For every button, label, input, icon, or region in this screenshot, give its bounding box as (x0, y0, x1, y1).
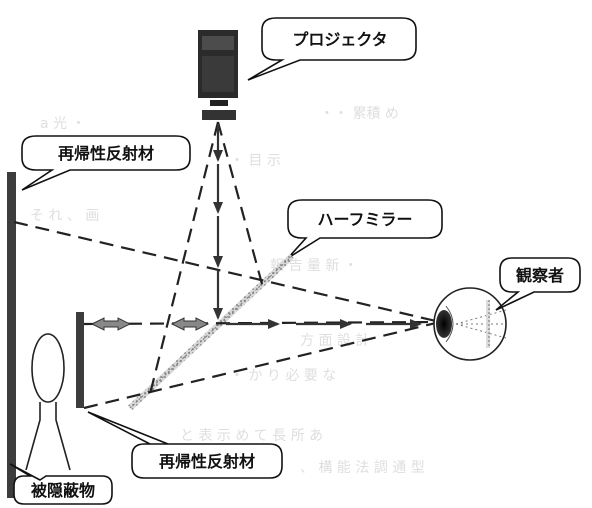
retroreflector-bottom (76, 312, 84, 408)
hidden-object-figure (25, 333, 71, 471)
svg-text:方 面 設 計: 方 面 設 計 (300, 333, 369, 349)
svg-text:そ れ 、 画: そ れ 、 画 (30, 208, 99, 224)
hidden-object-callout: 被隠蔽物 (9, 463, 113, 505)
projector-icon (198, 30, 238, 120)
svg-text:a 光 ・: a 光 ・ (40, 116, 85, 132)
projector-callout: プロジェクタ (247, 17, 417, 81)
retroreflector-top-callout: 再帰性反射材 (21, 135, 191, 191)
observer-callout: 観察者 (495, 257, 581, 311)
svg-text:と 表 示 め て 長 所 あ: と 表 示 め て 長 所 あ (180, 428, 323, 444)
retroreflector-top-label: 再帰性反射材 (58, 144, 154, 163)
svg-text:・ か り 必 要 な: ・ か り 必 要 な (230, 368, 336, 384)
svg-text:、 構 能 法 調 通 型: 、 構 能 法 調 通 型 (300, 460, 425, 476)
retroreflector-bottom-callout: 再帰性反射材 (87, 411, 283, 479)
retroreflector-top (7, 172, 16, 498)
hidden-object-label: 被隠蔽物 (31, 481, 95, 500)
projector-label: プロジェクタ (292, 30, 387, 49)
retroreflector-bottom-label: 再帰性反射材 (159, 452, 255, 471)
svg-text:・ 目 示: ・ 目 示 (230, 153, 281, 169)
half-mirror-callout: ハーフミラー (287, 199, 443, 259)
svg-text:報 告 量 新 ・: 報 告 量 新 ・ (270, 258, 358, 274)
retroreflection-arrows (90, 317, 422, 331)
half-mirror-label: ハーフミラー (317, 210, 412, 229)
svg-text:・・ 累積 め: ・・ 累積 め (320, 106, 399, 122)
observer-eye-icon (433, 287, 507, 361)
observer-label: 観察者 (516, 266, 564, 285)
